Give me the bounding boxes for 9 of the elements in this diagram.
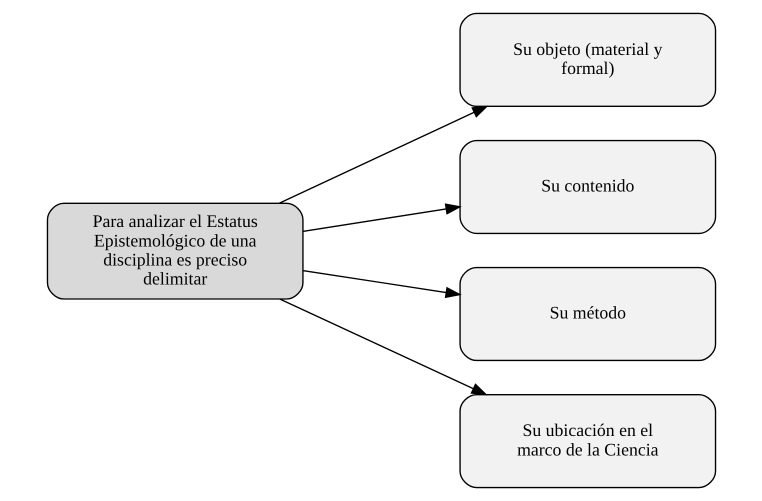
arrow [302, 270, 462, 298]
arrow [302, 203, 462, 232]
node-box: Su ubicación en el marco de la Ciencia [458, 394, 716, 488]
arrow [278, 106, 488, 204]
node-box: Su contenido [458, 140, 716, 234]
node-box: Su objeto (material y formal) [458, 12, 716, 108]
node-box: Para analizar el Estatus Epistemológico de una disciplina es preciso delimitar [46, 202, 304, 300]
arrow [279, 298, 488, 396]
node-box: Su método [458, 266, 716, 362]
